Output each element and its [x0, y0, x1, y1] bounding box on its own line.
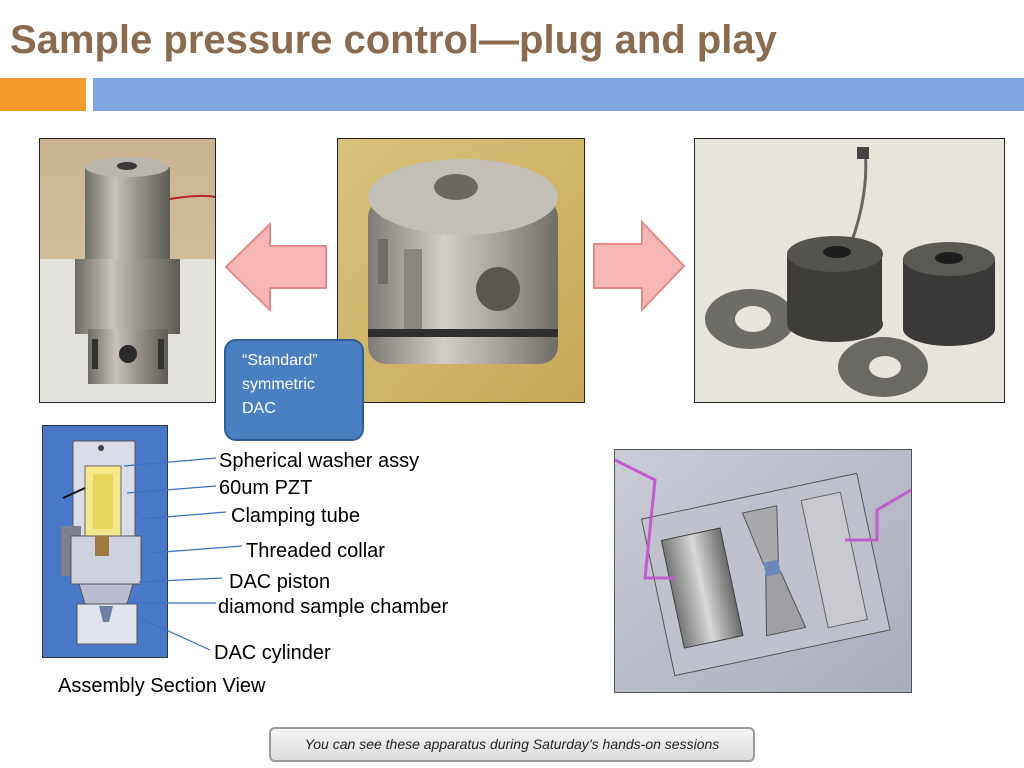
callout-line: “Standard” — [242, 352, 318, 369]
label-dac-cylinder: DAC cylinder — [214, 642, 331, 664]
callout-line: DAC — [242, 400, 276, 417]
header-accent-blue — [93, 78, 1024, 111]
left-arrow-icon — [224, 222, 327, 312]
render-dac-cross-section — [614, 449, 912, 693]
leader-dac-cylinder — [139, 617, 211, 651]
leader-spherical-washer — [123, 457, 217, 467]
leader-threaded-collar — [149, 545, 243, 554]
photo-standard-dac — [337, 138, 585, 403]
header-accent-orange — [0, 78, 86, 111]
callout-line: symmetric — [242, 376, 315, 393]
leader-clamping-tube — [140, 511, 227, 520]
leader-pzt — [126, 485, 217, 494]
photo-assembled-cell — [39, 138, 216, 403]
label-spherical-washer: Spherical washer assy — [219, 450, 420, 472]
photo-disassembled-parts — [694, 138, 1005, 403]
right-arrow-icon — [593, 220, 686, 312]
label-clamping-tube: Clamping tube — [231, 505, 360, 527]
label-diamond-chamber: diamond sample chamber — [218, 596, 449, 618]
label-pzt: 60um PZT — [219, 477, 313, 499]
drawing-assembly-section — [42, 425, 168, 658]
caption-assembly-section: Assembly Section View — [58, 675, 266, 697]
label-threaded-collar: Threaded collar — [246, 540, 385, 562]
slide-title: Sample pressure control—plug and play — [10, 18, 777, 62]
leader-dac-piston — [138, 577, 223, 583]
label-dac-piston: DAC piston — [229, 571, 331, 593]
footer-note: You can see these apparatus during Satur… — [269, 727, 755, 762]
callout-standard-dac: “Standard” symmetric DAC — [224, 339, 364, 441]
